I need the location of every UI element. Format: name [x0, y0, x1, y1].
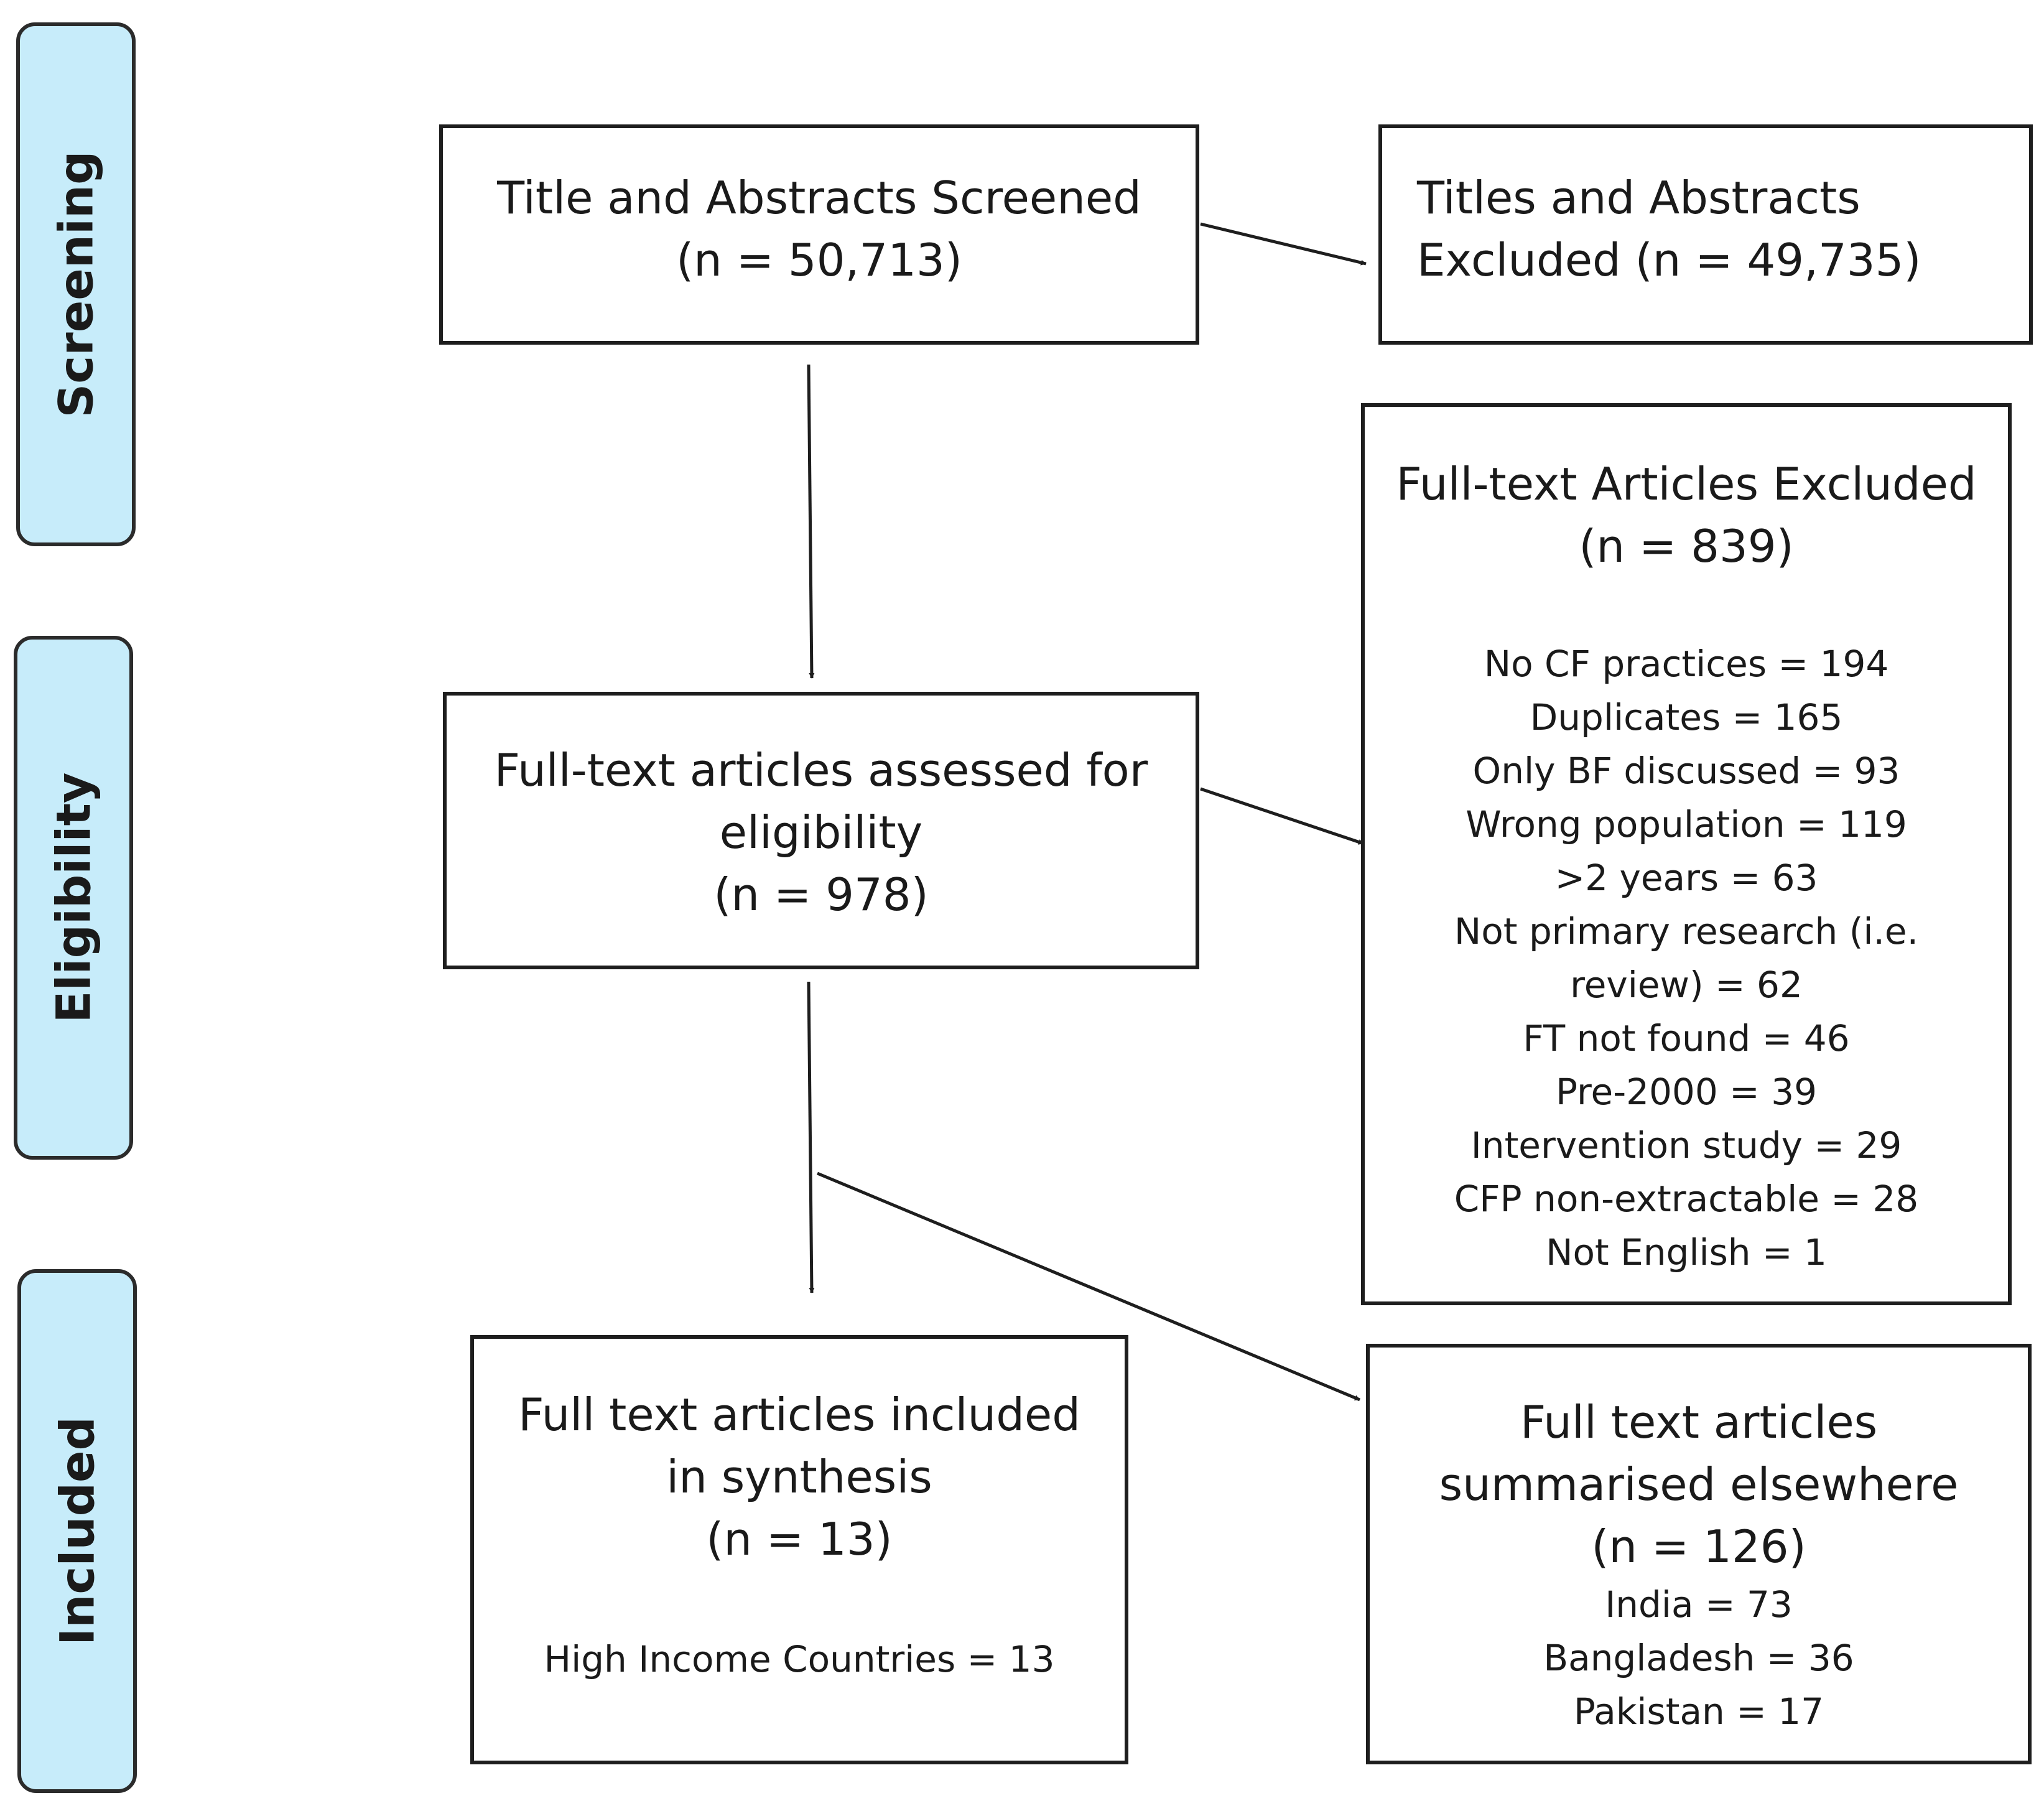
box-line: Titles and Abstracts [1417, 172, 1861, 224]
box-line: eligibility [719, 806, 923, 859]
exclusion-reason: Duplicates = 165 [1530, 696, 1843, 738]
exclusion-reason: review) = 62 [1570, 964, 1803, 1006]
box-records-screened: Title and Abstracts Screened (n = 50,713… [439, 124, 1199, 345]
stage-tab-eligibility: Eligibility [14, 636, 133, 1160]
arrow-assessed-to-elsewhere [817, 1171, 1360, 1402]
exclusion-reason: Not primary research (i.e. [1454, 910, 1919, 952]
box-fulltext-excluded: Full-text Articles Excluded (n = 839) No… [1361, 403, 2012, 1305]
exclusion-reason: No CF practices = 194 [1484, 643, 1889, 685]
box-summarised-elsewhere: Full text articles summarised elsewhere … [1366, 1344, 2032, 1764]
exclusion-reason: Only BF discussed = 93 [1472, 750, 1900, 792]
box-records-excluded: Titles and Abstracts Excluded (n = 49,73… [1378, 124, 2033, 345]
arrow-screened-to-excluded [1200, 222, 1367, 266]
country-count: Bangladesh = 36 [1543, 1637, 1854, 1679]
arrow-screened-to-assessed [807, 364, 815, 679]
country-count: Pakistan = 17 [1573, 1690, 1824, 1733]
stage-tab-included: Included [17, 1269, 137, 1793]
box-studies-included: Full text articles included in synthesis… [470, 1335, 1128, 1764]
box-line: (n = 13) [706, 1513, 893, 1565]
country-count: India = 73 [1605, 1583, 1793, 1626]
box-line: (n = 126) [1591, 1520, 1806, 1573]
box-line: summarised elsewhere [1439, 1458, 1959, 1511]
exclusion-reason: CFP non-extractable = 28 [1454, 1178, 1919, 1220]
exclusion-reason: FT not found = 46 [1523, 1017, 1850, 1059]
box-line: in synthesis [666, 1451, 932, 1503]
exclusion-reason: Wrong population = 119 [1466, 803, 1907, 845]
box-line: (n = 978) [713, 868, 929, 921]
box-line: Title and Abstracts Screened [497, 172, 1141, 224]
included-detail: High Income Countries = 13 [544, 1638, 1055, 1680]
box-line: Full text articles included [518, 1389, 1080, 1441]
box-line: Excluded (n = 49,735) [1417, 234, 1921, 286]
exclusion-reason: Not English = 1 [1546, 1231, 1827, 1273]
box-line: Full text articles [1520, 1396, 1878, 1448]
box-line: Full-text Articles Excluded [1396, 458, 1977, 510]
exclusion-reason: Intervention study = 29 [1470, 1124, 1902, 1166]
arrow-assessed-to-included [807, 981, 815, 1293]
box-line: (n = 50,713) [676, 234, 962, 286]
stage-tab-screening: Screening [16, 22, 136, 546]
arrow-assessed-to-ftexcluded [1200, 787, 1364, 845]
box-line: (n = 839) [1579, 520, 1794, 572]
exclusion-reason: Pre-2000 = 39 [1555, 1071, 1818, 1113]
exclusion-reason: >2 years = 63 [1554, 857, 1818, 899]
box-fulltext-assessed: Full-text articles assessed for eligibil… [443, 692, 1199, 969]
box-line: Full-text articles assessed for [494, 744, 1148, 796]
